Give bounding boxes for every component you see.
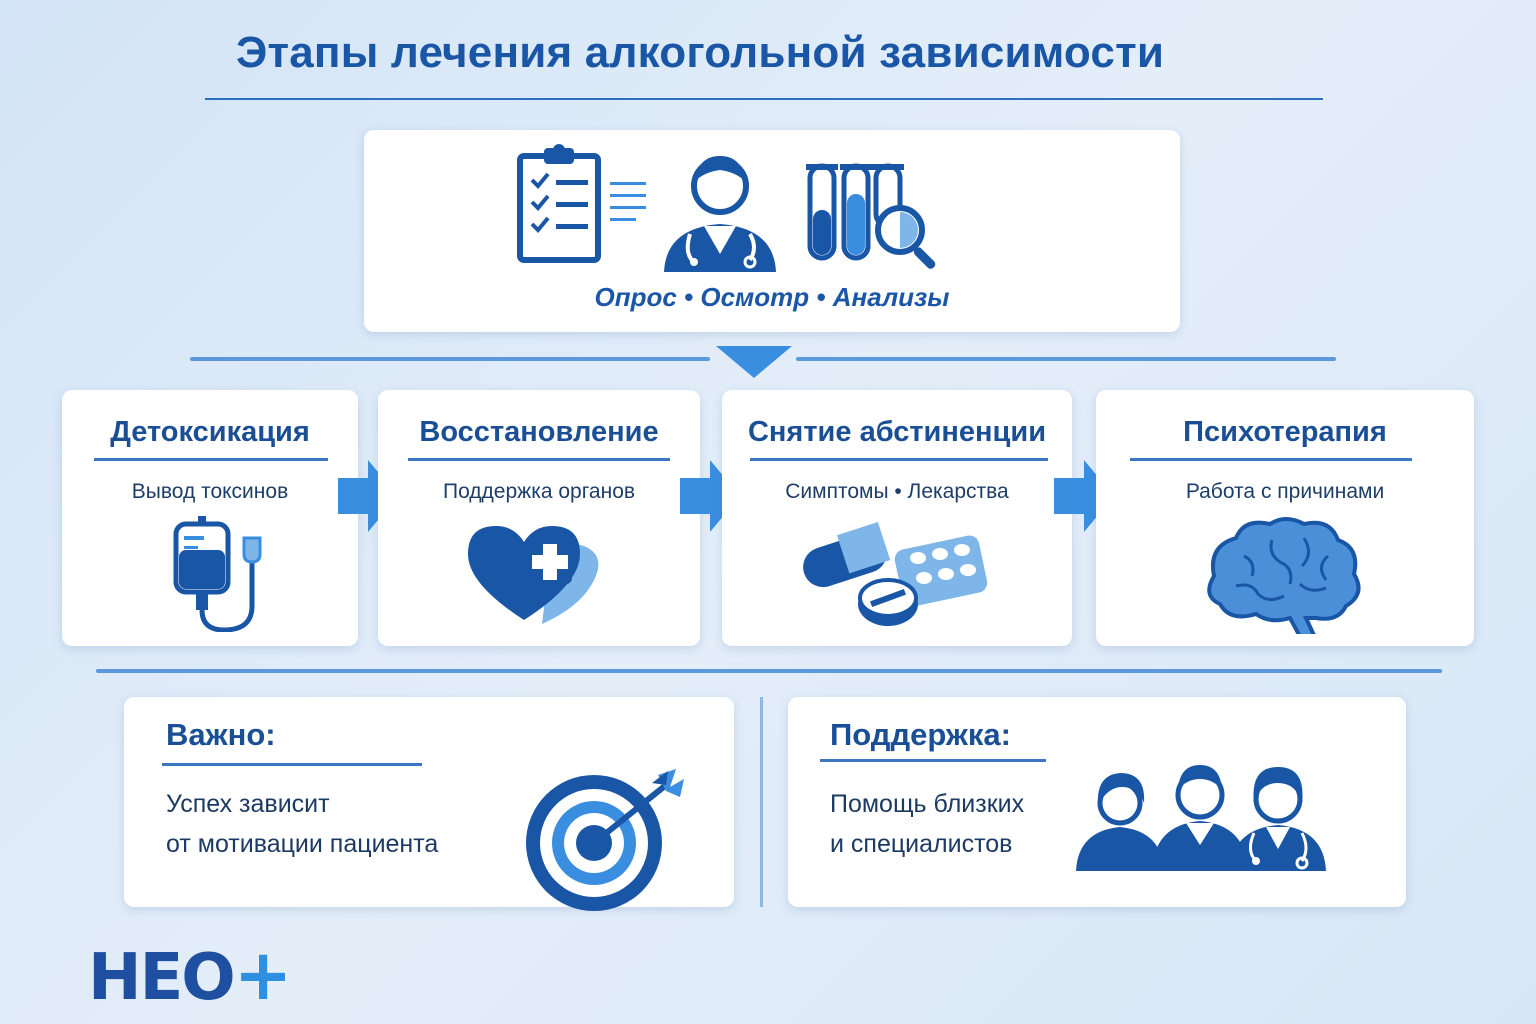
pills-icon xyxy=(803,521,988,626)
stage-card-recovery: Восстановление Поддержка органов xyxy=(378,390,700,646)
important-heading: Важно: xyxy=(166,717,276,752)
support-line-2: и специалистов xyxy=(830,830,1013,858)
flow-line-left xyxy=(190,357,710,361)
down-arrow-icon xyxy=(716,346,792,378)
stage-title: Снятие абстиненции xyxy=(747,416,1047,448)
stage-subtitle: Вывод токсинов xyxy=(131,480,289,503)
support-underline xyxy=(820,759,1046,762)
stage-card-withdrawal: Снятие абстиненции Симптомы • Лекарства xyxy=(722,390,1072,646)
stage-card-psychotherapy: Психотерапия Работа с причинами xyxy=(1096,390,1474,646)
stage-underline xyxy=(750,458,1048,461)
stage-subtitle: Работа с причинами xyxy=(1185,480,1385,503)
stage-card-detox: Детоксикация Вывод токсинов xyxy=(62,390,358,646)
vertical-divider xyxy=(760,697,763,907)
important-card: Важно: Успех зависит от мотивации пациен… xyxy=(124,697,734,911)
support-line-1: Помощь близких xyxy=(830,790,1025,818)
important-line-1: Успех зависит xyxy=(166,790,330,818)
clipboard-checklist-icon xyxy=(517,144,646,263)
target-arrow-icon xyxy=(526,769,684,911)
heart-medical-cross-icon xyxy=(468,526,599,624)
brand-logo: НЕО+ xyxy=(88,934,292,1016)
stage-underline xyxy=(94,458,328,461)
flow-line-right xyxy=(796,357,1336,361)
stage-subtitle: Поддержка органов xyxy=(442,480,636,503)
important-underline xyxy=(162,763,422,766)
page-title: Этапы лечения алкогольной зависимости xyxy=(236,28,1165,77)
stage-title: Детоксикация xyxy=(110,416,310,448)
section-separator xyxy=(96,669,1442,673)
stage-underline xyxy=(1130,458,1412,461)
stage-subtitle: Симптомы • Лекарства xyxy=(785,480,1009,503)
stage-title: Психотерапия xyxy=(1183,416,1387,448)
diagnostics-icons xyxy=(517,144,936,272)
diagnostics-card: Опрос • Осмотр • Анализы xyxy=(364,130,1180,332)
logo-plus: + xyxy=(233,934,293,1016)
stage-underline xyxy=(408,458,670,461)
logo-text: НЕО xyxy=(88,941,236,1015)
test-tubes-magnifier-icon xyxy=(806,163,936,269)
brain-icon xyxy=(1207,517,1361,634)
support-card: Поддержка: Помощь близких и специалистов xyxy=(788,697,1406,907)
doctor-icon xyxy=(664,156,776,272)
iv-drip-icon xyxy=(173,516,262,632)
people-group-icon xyxy=(1076,765,1326,871)
title-underline xyxy=(205,98,1323,100)
important-line-2: от мотивации пациента xyxy=(166,830,439,858)
stage-title: Восстановление xyxy=(419,416,659,448)
support-heading: Поддержка: xyxy=(830,717,1011,752)
diagnostics-caption: Опрос • Осмотр • Анализы xyxy=(594,282,950,312)
